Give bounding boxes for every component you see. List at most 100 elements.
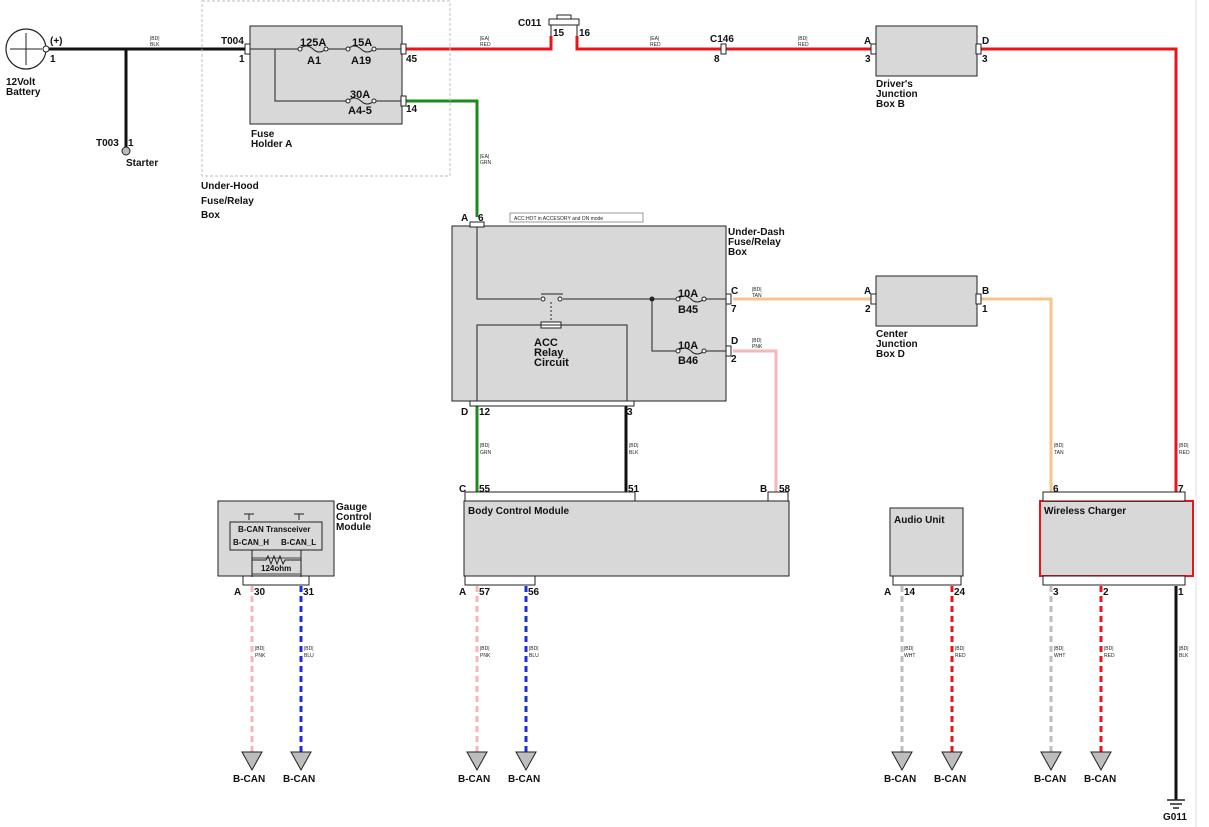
underdash-label-3: Box xyxy=(728,247,747,258)
wire-code-wc-red: |BD| RED xyxy=(1104,646,1115,659)
wire-red-feed-1[interactable] xyxy=(405,36,553,51)
svg-text:|BD|: |BD| xyxy=(752,338,762,344)
wire-code-au-red: |BD| RED xyxy=(955,646,966,659)
bcan-label: B-CAN xyxy=(233,774,265,785)
underdash-conn-c-label: C xyxy=(731,286,738,297)
resistor-frame xyxy=(251,557,302,575)
fuse-a19-rating: 15A xyxy=(352,37,372,49)
audio-unit[interactable]: Audio Unit A 14 24 xyxy=(884,507,966,598)
fuse-a19-icon xyxy=(347,45,375,53)
svg-text:RED: RED xyxy=(798,42,809,48)
wire-tan-charger-6[interactable] xyxy=(979,297,1053,492)
wireless-charger[interactable]: Wireless Charger 6 7 3 2 1 xyxy=(1039,484,1194,598)
cjb-pin-out: 1 xyxy=(982,304,988,315)
bcan-terminal-bcm-56[interactable]: B-CAN xyxy=(508,751,540,785)
underhood-label-3: Box xyxy=(201,210,220,221)
svg-text:|BD|: |BD| xyxy=(480,646,490,652)
center-junction-box-d[interactable]: A 2 B 1 Center Junction Box D xyxy=(864,275,989,360)
svg-text:RED: RED xyxy=(955,653,966,659)
underdash-pin-7: 7 xyxy=(731,304,737,315)
wire-pink-bcm-58[interactable] xyxy=(733,349,778,492)
fuse-a4-5-name: A4-5 xyxy=(348,105,372,117)
bcan-arrow-icon xyxy=(891,751,913,772)
svg-text:|BD|: |BD| xyxy=(529,646,539,652)
starter[interactable]: T003 1 Starter xyxy=(96,138,158,169)
body-control-module[interactable]: C 55 51 B 58 Body Control Module A 57 56 xyxy=(459,484,791,598)
svg-text:|BD|: |BD| xyxy=(1104,646,1114,652)
cjb-conn-b-label: B xyxy=(982,286,989,297)
audio-label: Audio Unit xyxy=(894,515,945,526)
acc-note: ACC:HOT in ACCESORY and ON mode xyxy=(514,216,603,222)
battery[interactable]: (+) 1 12Volt Battery xyxy=(5,28,63,98)
bcan-arrow-icon xyxy=(1040,751,1062,772)
bcm-conn-b-label: B xyxy=(760,484,767,495)
pin45-connector xyxy=(400,43,407,55)
wire-code-bd-blk: |BD| BLK xyxy=(150,36,160,48)
underdash-conn-d-bottom: D xyxy=(461,407,468,418)
fuse-holder-label-1: Fuse xyxy=(251,129,275,140)
svg-text:|BD|: |BD| xyxy=(1179,646,1189,652)
charger-pin-2: 2 xyxy=(1103,587,1109,598)
wire-code-bcm-blu: |BD| BLU xyxy=(529,646,539,659)
bcan-label: B-CAN xyxy=(283,774,315,785)
c011-pin-16: 16 xyxy=(579,28,591,39)
wire-green-feed[interactable] xyxy=(405,99,479,217)
bcan-terminal-charger-2[interactable]: B-CAN xyxy=(1084,751,1116,785)
battery-terminal xyxy=(42,45,50,53)
bcan-terminal-audio-24[interactable]: B-CAN xyxy=(934,751,966,785)
audio-pin-24: 24 xyxy=(954,587,966,598)
bcan-terminal-gcm-30[interactable]: B-CAN xyxy=(233,751,265,785)
fuse-b46-end-r xyxy=(701,348,707,354)
svg-text:GRN: GRN xyxy=(480,160,492,166)
svg-text:|BD|: |BD| xyxy=(480,443,490,449)
underhood-box-outline xyxy=(201,0,451,177)
bcan-terminal-gcm-31[interactable]: B-CAN xyxy=(283,751,315,785)
underdash-label-2: Fuse/Relay xyxy=(728,237,781,248)
underdash-conn-a: A xyxy=(461,213,468,224)
cjb-conn-a xyxy=(870,293,877,305)
bcan-label: B-CAN xyxy=(1084,774,1116,785)
connector-c011[interactable]: C011 15 16 xyxy=(518,14,591,39)
gauge-control-module[interactable]: B-CAN Transceiver B-CAN_H B-CAN_L 124ohm… xyxy=(217,500,372,598)
connector-c146[interactable]: C146 8 xyxy=(710,34,734,65)
relay-contact-r xyxy=(557,296,563,302)
bcan-terminal-charger-3[interactable]: B-CAN xyxy=(1034,751,1066,785)
c011-tab xyxy=(556,14,572,20)
underdash-pin-2: 2 xyxy=(731,354,737,365)
c011-pin-15: 15 xyxy=(553,28,565,39)
cjb-label-2: Junction xyxy=(876,339,918,350)
wire-code-gcm-pnk: |BD| PNK xyxy=(255,646,266,659)
bcan-label: B-CAN xyxy=(1034,774,1066,785)
wire-red-feed-2[interactable] xyxy=(575,36,721,51)
djb-pin-in: 3 xyxy=(865,54,871,65)
svg-text:PNK: PNK xyxy=(480,653,491,659)
bcan-label: B-CAN xyxy=(458,774,490,785)
gcm-label-1: Gauge xyxy=(336,502,368,513)
gcm-label-2: Control xyxy=(336,512,372,523)
fuse-a1-rating: 125A xyxy=(300,37,326,49)
wire-code-bd-red-1: |BD| RED xyxy=(798,36,809,48)
fuse-a1-name: A1 xyxy=(307,55,321,67)
fuse-a1-icon xyxy=(299,45,327,53)
wire-code-bd-tan-1: |BD| TAN xyxy=(752,287,762,299)
underdash-pin-12: 12 xyxy=(479,407,491,418)
wire-code-ea-grn: |EA| GRN xyxy=(480,154,492,166)
bcan-terminal-bcm-57[interactable]: B-CAN xyxy=(458,751,490,785)
under-dash-fuse-relay-box[interactable]: A 6 ACC:HOT in ACCESORY and ON mode Unde… xyxy=(451,212,785,418)
svg-text:WHT: WHT xyxy=(1054,653,1065,659)
pin45-label: 45 xyxy=(406,54,418,65)
fuse-a4-5-end-r xyxy=(371,98,377,104)
t004-connector xyxy=(244,43,251,55)
svg-text:BLK: BLK xyxy=(150,42,160,48)
drivers-junction-box-b[interactable]: A 3 D 3 Driver's Junction Box B xyxy=(864,25,989,110)
svg-text:|BD|: |BD| xyxy=(304,646,314,652)
cjb-pin-in: 2 xyxy=(865,304,871,315)
bcm-pin-56: 56 xyxy=(528,587,540,598)
wire-red-charger-7[interactable] xyxy=(979,47,1178,492)
bcan-label: B-CAN xyxy=(884,774,916,785)
underhood-label-2: Fuse/Relay xyxy=(201,196,254,207)
fuse-holder-label-2: Holder A xyxy=(251,139,292,150)
ground-g011[interactable]: G011 xyxy=(1163,799,1187,823)
bcan-terminal-audio-14[interactable]: B-CAN xyxy=(884,751,916,785)
fuse-holder-a[interactable]: T004 1 45 14 125A A1 15A A19 30A A4-5 Fu… xyxy=(221,25,418,150)
